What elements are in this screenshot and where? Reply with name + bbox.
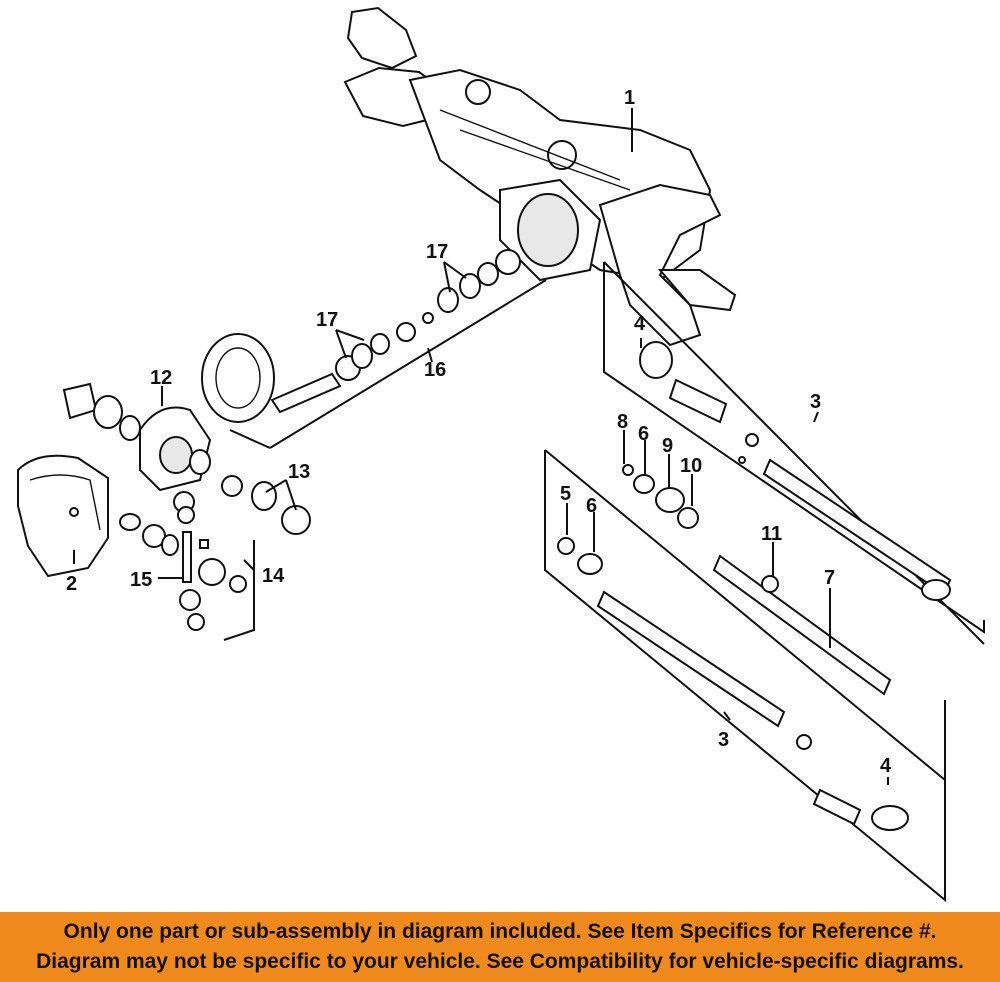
callout-11: 11 xyxy=(761,523,782,545)
callout-5: 5 xyxy=(560,483,571,505)
callout-12: 12 xyxy=(150,367,172,389)
callout-2: 2 xyxy=(66,573,77,595)
callout-7: 7 xyxy=(824,567,835,589)
leader-lines xyxy=(73,108,889,785)
callout-17-right: 17 xyxy=(426,241,448,263)
callout-14: 14 xyxy=(262,565,285,587)
callout-9: 9 xyxy=(662,435,673,457)
callout-13: 13 xyxy=(288,461,310,483)
disclaimer-banner: Only one part or sub-assembly in diagram… xyxy=(0,912,1000,982)
disclaimer-line-2: Diagram may not be specific to your vehi… xyxy=(36,950,964,973)
callout-10: 10 xyxy=(680,455,702,477)
callout-6-upper: 6 xyxy=(638,423,649,445)
lower-axle-shaft-group xyxy=(544,449,946,903)
axle-housing xyxy=(343,6,737,347)
upper-axle-shaft-group xyxy=(603,261,985,645)
callout-17-left: 17 xyxy=(316,309,338,331)
differential-cover xyxy=(17,454,109,578)
callout-4-upper: 4 xyxy=(634,313,646,335)
callout-3-lower: 3 xyxy=(718,729,729,751)
callout-1: 1 xyxy=(624,87,635,109)
callout-16: 16 xyxy=(424,359,446,381)
callout-15: 15 xyxy=(130,569,152,591)
callout-6-lower: 6 xyxy=(586,495,597,517)
callout-labels: 1 2 3 3 4 4 5 6 6 7 8 9 10 11 12 13 14 1… xyxy=(66,87,892,777)
callout-4-lower: 4 xyxy=(880,755,892,777)
ring-and-pinion xyxy=(201,249,547,449)
exploded-axle-diagram: 1 2 3 3 4 4 5 6 6 7 8 9 10 11 12 13 14 1… xyxy=(17,6,985,903)
callout-3-upper: 3 xyxy=(810,391,821,413)
spider-gear-set xyxy=(119,475,311,631)
disclaimer-line-1: Only one part or sub-assembly in diagram… xyxy=(63,920,937,943)
differential-carrier xyxy=(62,382,212,492)
callout-8: 8 xyxy=(617,411,628,433)
